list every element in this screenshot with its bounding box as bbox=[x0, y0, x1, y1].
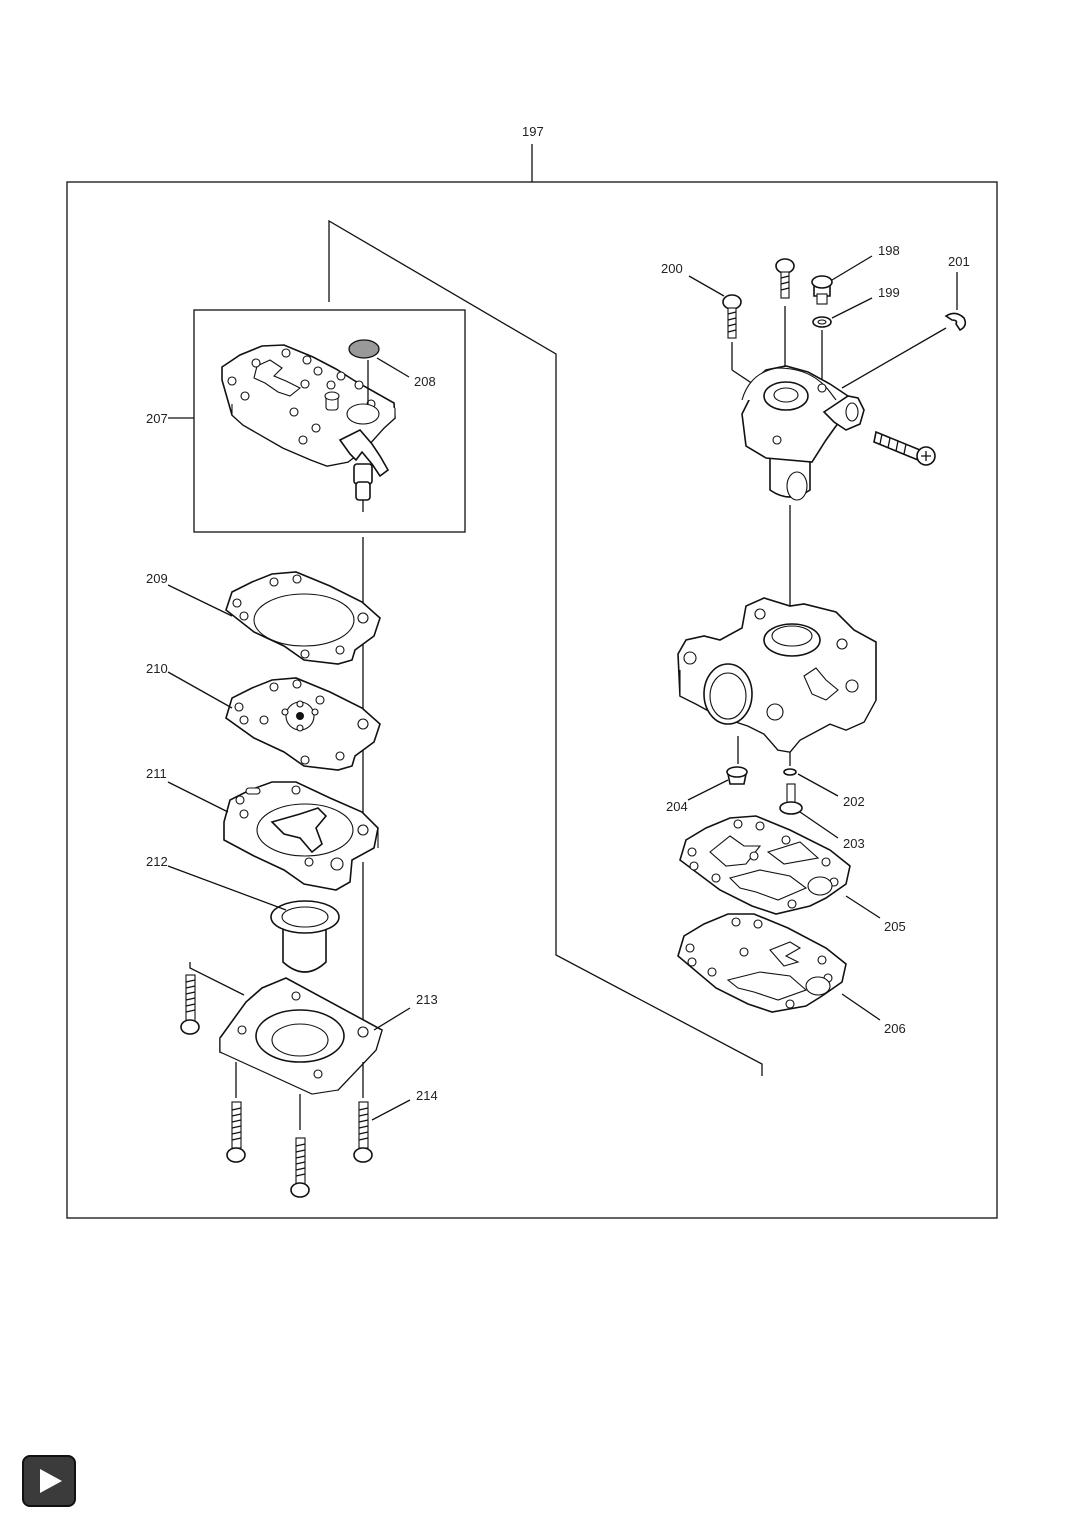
next-page-button[interactable] bbox=[22, 1455, 76, 1507]
callout-207: 207 bbox=[146, 411, 168, 426]
part-202-o-ring: 202 bbox=[783, 752, 865, 809]
callout-204: 204 bbox=[666, 799, 688, 814]
callout-199: 199 bbox=[878, 285, 900, 300]
callout-202: 202 bbox=[843, 794, 865, 809]
callout-205: 205 bbox=[884, 919, 906, 934]
part-212-cup: 212 bbox=[146, 854, 340, 973]
part-throttle-screw bbox=[775, 258, 795, 368]
callout-211: 211 bbox=[146, 766, 167, 781]
callout-201: 201 bbox=[948, 254, 970, 269]
part-209-gasket: 209 bbox=[146, 571, 381, 665]
part-214-screw-right: 214 bbox=[353, 1088, 438, 1163]
part-210-diaphragm: 210 bbox=[146, 661, 381, 771]
callout-203: 203 bbox=[843, 836, 865, 851]
callout-212: 212 bbox=[146, 854, 168, 869]
part-214-screw-middle bbox=[290, 1137, 310, 1198]
part-throttle-body-upper bbox=[741, 365, 936, 612]
part-201-e-clip: 201 bbox=[841, 254, 970, 389]
callout-198: 198 bbox=[878, 243, 900, 258]
callout-208: 208 bbox=[414, 374, 436, 389]
part-204-plug: 204 bbox=[666, 736, 748, 814]
callout-210: 210 bbox=[146, 661, 168, 676]
callout-213: 213 bbox=[416, 992, 438, 1007]
callout-209: 209 bbox=[146, 571, 168, 586]
part-205-gasket: 205 bbox=[679, 815, 906, 934]
part-214-screw-top bbox=[180, 974, 200, 1035]
part-214-screw-left bbox=[226, 1101, 246, 1163]
part-213-cover-plate: 213 bbox=[189, 962, 438, 1095]
play-icon bbox=[40, 1469, 62, 1493]
part-207-inset-box bbox=[193, 309, 466, 533]
part-211-metering-body: 211 bbox=[146, 766, 379, 891]
callout-197: 197 bbox=[522, 124, 544, 139]
part-carburetor-body bbox=[677, 597, 877, 753]
part-207-pump-cover bbox=[221, 344, 396, 512]
callout-206: 206 bbox=[884, 1021, 906, 1036]
part-206-plate: 206 bbox=[677, 913, 906, 1036]
callout-214: 214 bbox=[416, 1088, 438, 1103]
grouping-bracket-line bbox=[328, 219, 763, 1076]
callout-200: 200 bbox=[661, 261, 683, 276]
part-199-washer: 199 bbox=[812, 285, 900, 380]
part-198-cap: 198 bbox=[811, 243, 900, 305]
part-203-needle: 203 bbox=[779, 783, 865, 851]
part-208-filter-screen: 208 bbox=[348, 339, 436, 404]
